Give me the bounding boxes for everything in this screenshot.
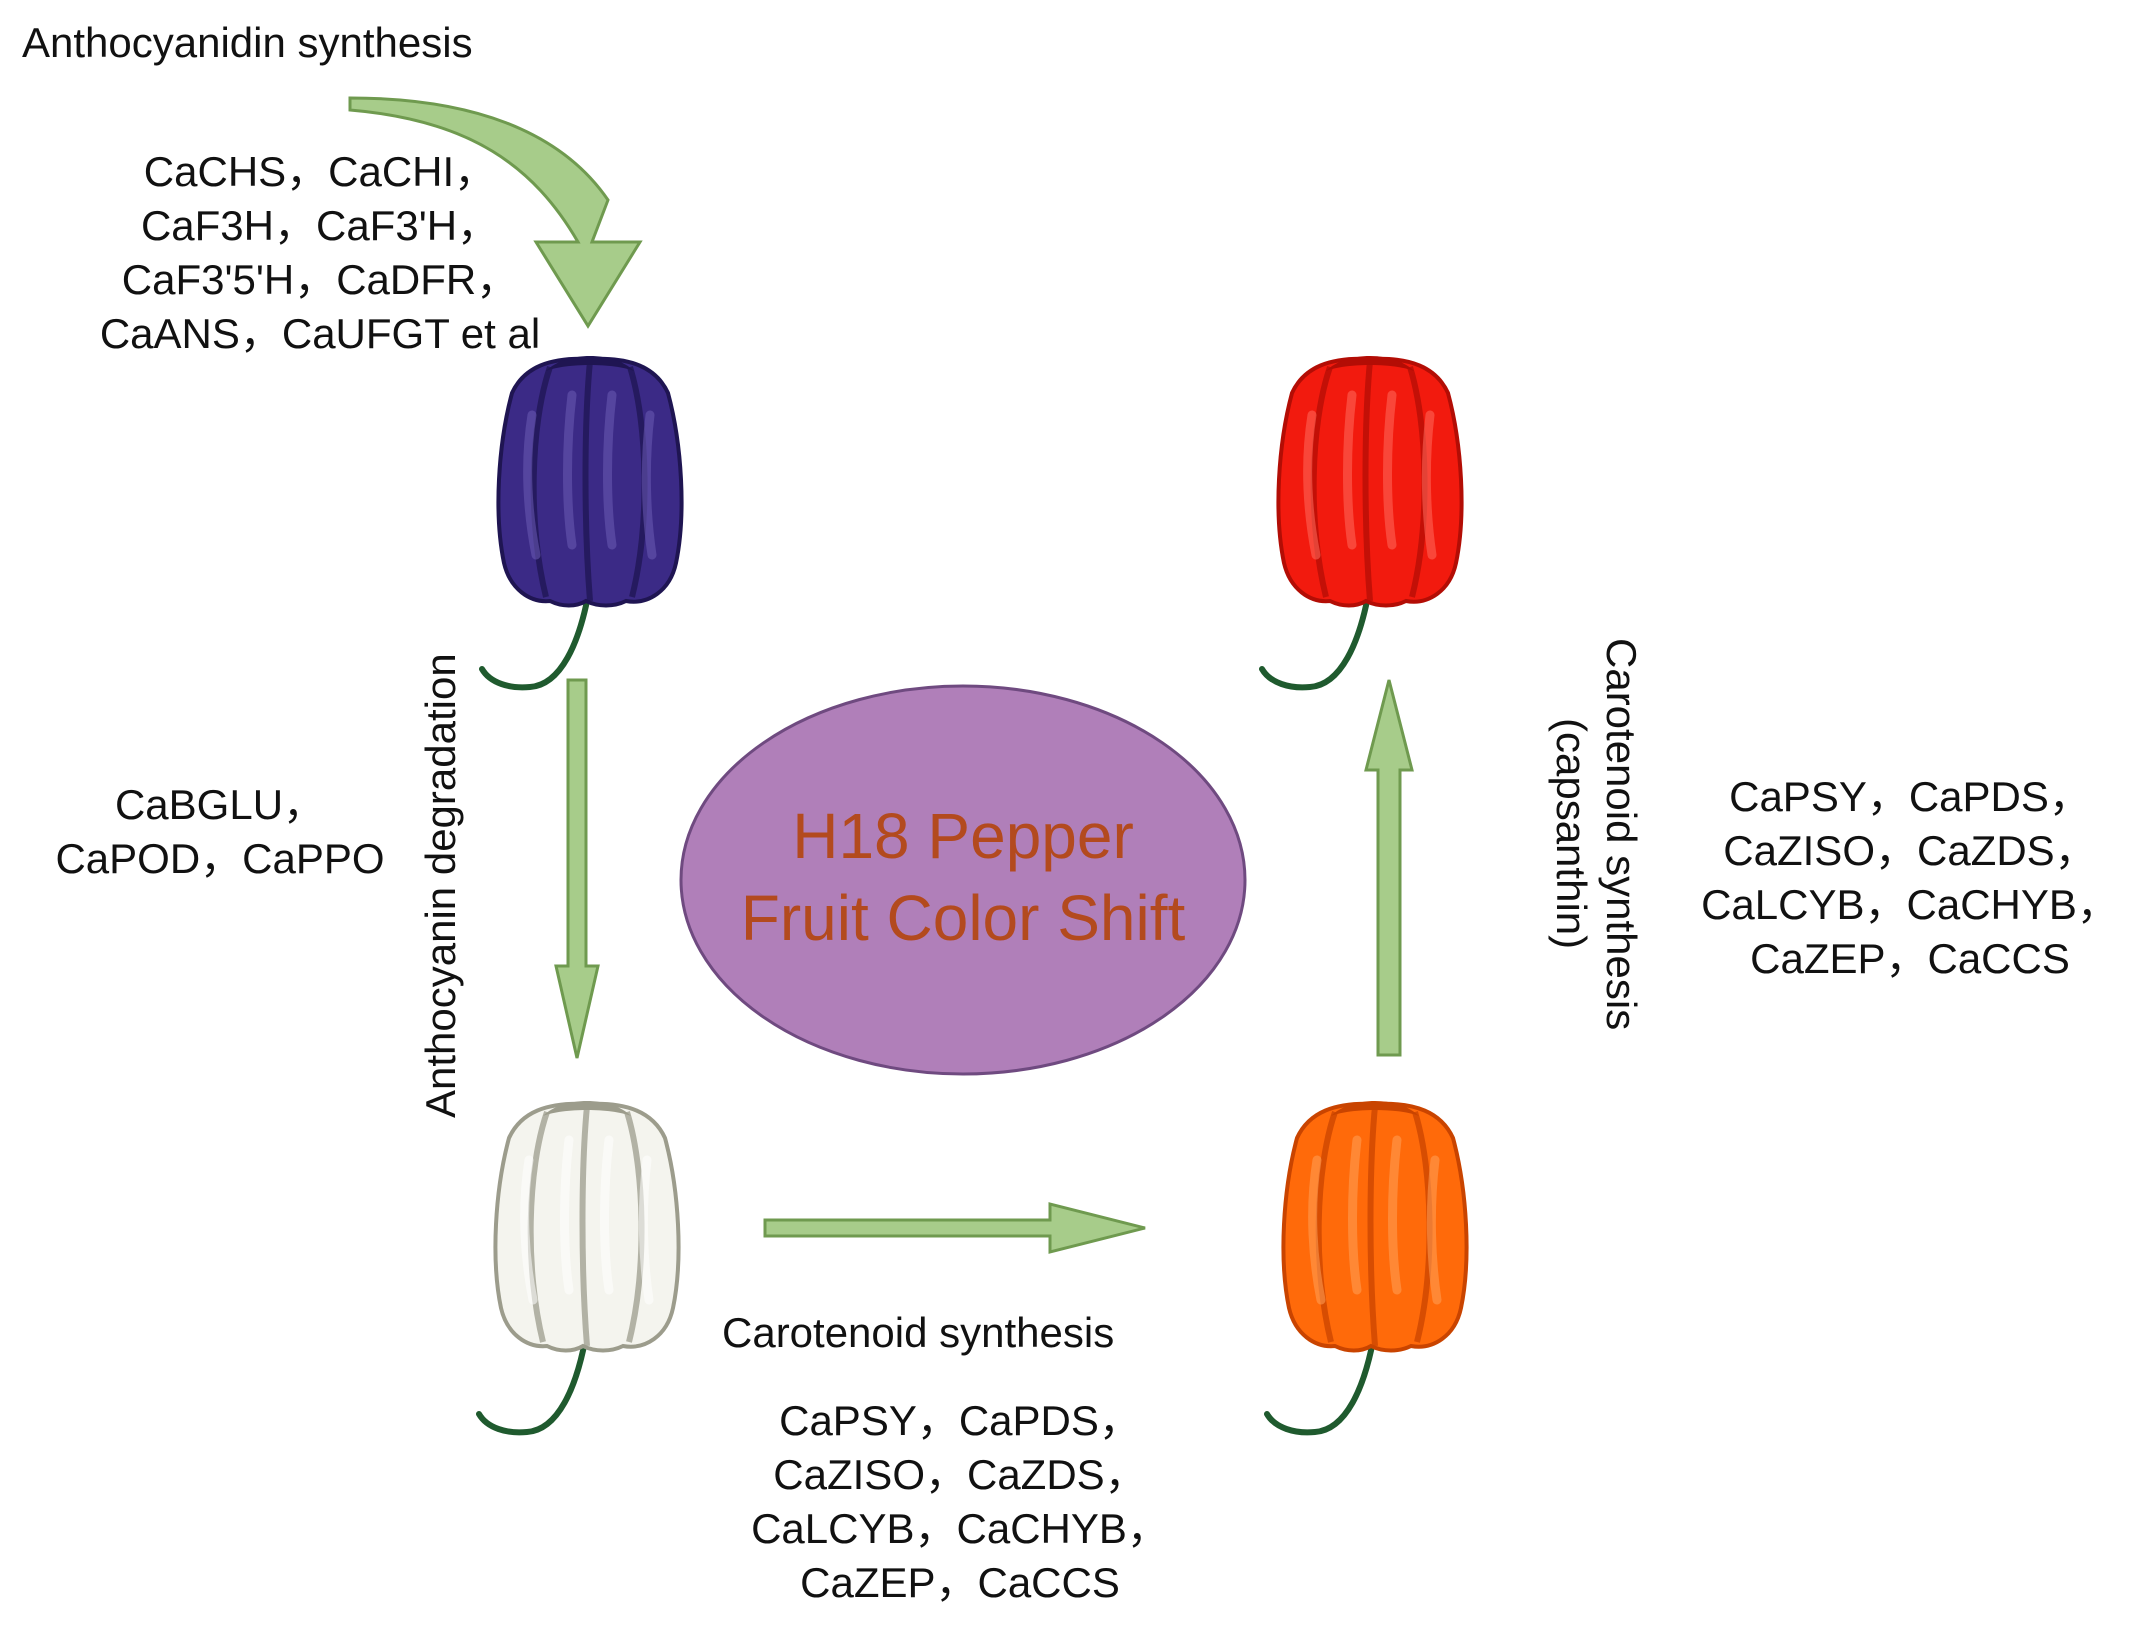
up-arrow-capsanthin	[1364, 679, 1414, 1057]
center-ellipse	[679, 684, 1247, 1076]
genes-carotenoid-right: CaPSY，CaPDS， CaZISO，CaZDS， CaLCYB，CaCHYB…	[1690, 770, 2130, 986]
label-capsanthin-line1: Carotenoid synthesis	[1598, 638, 1645, 1031]
gene-line: CaZISO，CaZDS，	[1723, 827, 2097, 874]
stem-purple	[479, 582, 593, 691]
gene-line: CaBGLU，	[114, 781, 326, 828]
right-arrow-carotenoid	[763, 1202, 1146, 1254]
gene-line: CaLCYB，CaCHYB，	[1701, 881, 2119, 928]
label-anthocyanin-degradation: Anthocyanin degradation	[417, 653, 464, 1118]
center-title: H18 Pepper Fruit Color Shift	[683, 795, 1243, 959]
gene-line: CaPOD，CaPPO	[55, 835, 385, 882]
gene-line: CaLCYB，CaCHYB，	[751, 1505, 1169, 1552]
stem-orange	[1264, 1327, 1378, 1436]
center-title-line1: H18 Pepper	[792, 800, 1134, 872]
gene-line: CaZEP，CaCCS	[800, 1559, 1120, 1606]
gene-line: CaPSY，CaPDS，	[779, 1397, 1141, 1444]
white-pepper	[476, 1101, 681, 1436]
gene-line: CaANS，CaUFGT et al	[99, 310, 541, 357]
gene-line: CaF3'5'H，CaDFR，	[121, 256, 519, 303]
curved-arrow-anthocyanidin	[348, 96, 643, 329]
genes-carotenoid-bottom: CaPSY，CaPDS， CaZISO，CaZDS， CaLCYB，CaCHYB…	[700, 1394, 1220, 1610]
label-carotenoid-capsanthin: Carotenoid synthesis (capsanthin)	[1546, 638, 1646, 1030]
label-carotenoid-synthesis: Carotenoid synthesis	[722, 1309, 1115, 1356]
orange-pepper	[1264, 1101, 1469, 1436]
gene-line: CaCHS，CaCHI，	[143, 148, 497, 195]
stem-red	[1259, 582, 1373, 691]
center-title-line2: Fruit Color Shift	[740, 882, 1186, 954]
label-capsanthin-line2: (capsanthin)	[1548, 718, 1595, 950]
genes-degradation: CaBGLU， CaPOD，CaPPO	[40, 778, 400, 886]
gene-line: CaZEP，CaCCS	[1750, 935, 2070, 982]
genes-anthocyanidin: CaCHS，CaCHI， CaF3H，CaF3'H， CaF3'5'H，CaDF…	[40, 145, 600, 361]
purple-pepper	[479, 356, 684, 691]
gene-line: CaPSY，CaPDS，	[1729, 773, 2091, 820]
label-anthocyanidin-synthesis: Anthocyanidin synthesis	[22, 19, 473, 66]
red-pepper	[1259, 356, 1464, 691]
gene-line: CaZISO，CaZDS，	[773, 1451, 1147, 1498]
gene-line: CaF3H，CaF3'H，	[140, 202, 500, 249]
down-arrow-degradation	[554, 678, 600, 1059]
stem-white	[476, 1327, 590, 1436]
